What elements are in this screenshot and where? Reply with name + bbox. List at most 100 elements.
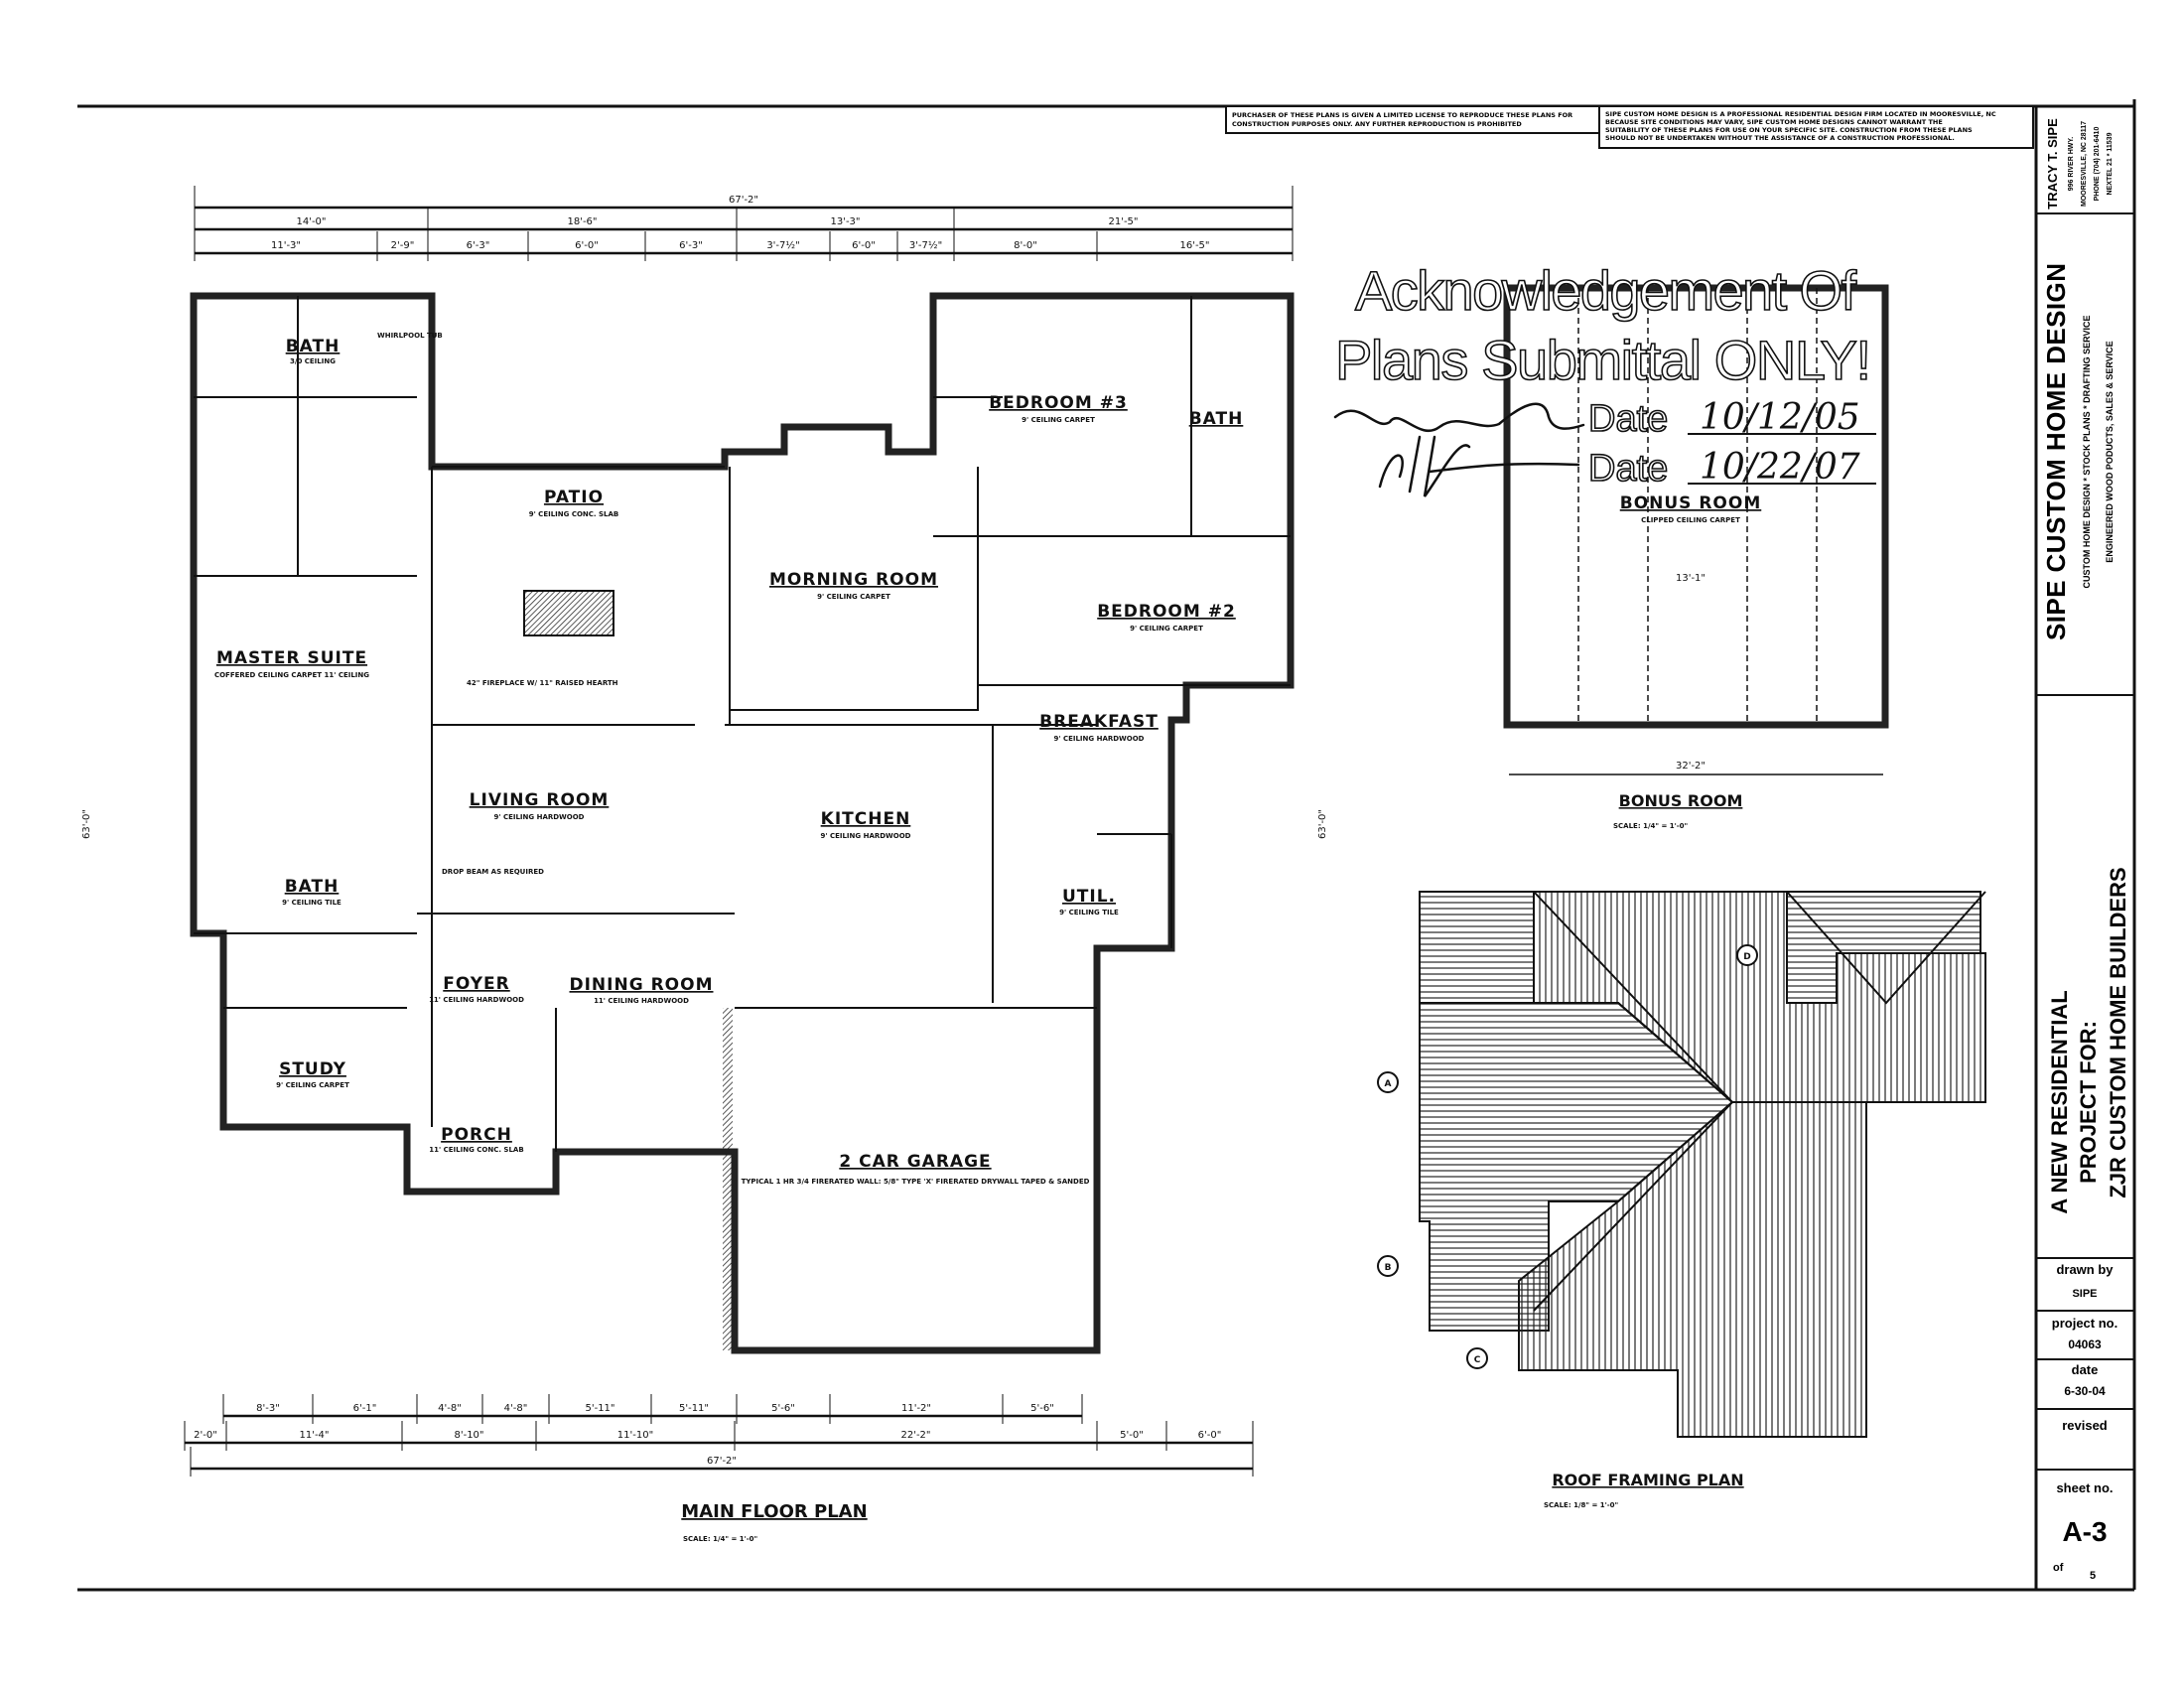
stamp-date-value-2: 10/22/07 [1700, 447, 1860, 488]
svg-text:BEDROOM #2: BEDROOM #2 [1097, 602, 1236, 622]
roof-marker-c: C [1466, 1347, 1488, 1369]
svg-text:9' CEILING CONC. SLAB: 9' CEILING CONC. SLAB [529, 510, 619, 518]
svg-text:PORCH: PORCH [441, 1125, 512, 1145]
of-label: of [2053, 1562, 2064, 1574]
room-utility: UTIL. 9' CEILING TILE [1059, 887, 1119, 916]
bottom-dim-row2-label: 11'-4" [299, 1430, 329, 1441]
roof-framing-plan: A B C D [1377, 891, 1986, 1438]
svg-text:9' CEILING HARDWOOD: 9' CEILING HARDWOOD [494, 813, 585, 821]
room-garage: 2 CAR GARAGE TYPICAL 1 HR 3/4 FIRERATED W… [742, 1152, 1090, 1186]
top-dim-row3-label: 6'-0" [852, 240, 876, 251]
top-dim-row3-label: 11'-3" [271, 240, 301, 251]
svg-text:BATH: BATH [285, 877, 340, 897]
company-name: SIPE CUSTOM HOME DESIGN [2041, 263, 2071, 640]
svg-text:9' CEILING CARPET: 9' CEILING CARPET [1022, 416, 1095, 424]
top-overall-dim-label: 67'-2" [729, 195, 758, 206]
main-floor-plan-scale: SCALE: 1/4" = 1'-0" [683, 1535, 757, 1543]
left-overall-dim: 63'-0" [81, 809, 92, 839]
svg-text:BEDROOM #3: BEDROOM #3 [989, 393, 1128, 413]
svg-text:KITCHEN: KITCHEN [821, 809, 911, 829]
drop-beam-note: DROP BEAM AS REQUIRED [442, 868, 544, 876]
roof-plan-title: ROOF FRAMING PLAN [1552, 1471, 1743, 1489]
bottom-dim-row2-label: 2'-0" [194, 1430, 217, 1441]
svg-text:9' CEILING CARPET: 9' CEILING CARPET [1130, 625, 1203, 633]
svg-text:B: B [1385, 1263, 1392, 1273]
bottom-dim-row2-label: 22'-2" [900, 1430, 930, 1441]
svg-text:9' CEILING HARDWOOD: 9' CEILING HARDWOOD [1054, 735, 1145, 743]
bottom-dim-row1-label: 11'-2" [901, 1403, 931, 1414]
project-no-label: project no. [2052, 1316, 2117, 1331]
roof-marker-d: D [1736, 944, 1758, 966]
disclaimer-line: SUITABILITY OF THESE PLANS FOR USE ON YO… [1605, 126, 1973, 134]
bottom-overall-dim-label: 67'-2" [707, 1456, 737, 1467]
address-line-1: 996 RIVER HWY. [2068, 137, 2075, 192]
phone: PHONE (704) 201-6410 [2094, 127, 2101, 202]
svg-text:9' CEILING CARPET: 9' CEILING CARPET [276, 1081, 349, 1089]
project-line-2: PROJECT FOR: [2076, 1021, 2101, 1184]
title-block: TRACY T. SIPE 996 RIVER HWY. MOORESVILLE… [2036, 118, 2134, 1582]
svg-text:FOYER: FOYER [443, 974, 509, 994]
svg-text:LIVING ROOM: LIVING ROOM [470, 790, 610, 810]
svg-text:9' CEILING TILE: 9' CEILING TILE [282, 899, 341, 907]
room-bedroom-3: BEDROOM #3 9' CEILING CARPET [989, 393, 1128, 424]
roof-marker-a: A [1377, 1071, 1399, 1093]
top-dim-row3-label: 16'-5" [1179, 240, 1209, 251]
license-line: CONSTRUCTION PURPOSES ONLY. ANY FURTHER … [1232, 120, 1522, 128]
project-line-1: A NEW RESIDENTIAL [2047, 990, 2072, 1213]
top-dim-row3-label: 6'-3" [679, 240, 703, 251]
top-dim-row3-label: 6'-0" [575, 240, 599, 251]
svg-text:11' CEILING CONC. SLAB: 11' CEILING CONC. SLAB [429, 1146, 523, 1154]
room-study: STUDY 9' CEILING CARPET [276, 1059, 349, 1089]
disclaimer-line: SHOULD NOT BE UNDERTAKEN WITHOUT THE ASS… [1605, 134, 1955, 142]
right-overall-dim: 63'-0" [1317, 809, 1328, 839]
top-dim-row3-label: 8'-0" [1014, 240, 1037, 251]
svg-text:11' CEILING HARDWOOD: 11' CEILING HARDWOOD [594, 997, 689, 1005]
disclaimer-line: SIPE CUSTOM HOME DESIGN IS A PROFESSIONA… [1605, 110, 1996, 118]
svg-text:2 CAR GARAGE: 2 CAR GARAGE [839, 1152, 991, 1172]
bonus-width-dim: 32'-2" [1676, 761, 1706, 772]
disclaimer-notice: SIPE CUSTOM HOME DESIGN IS A PROFESSIONA… [1598, 105, 2034, 149]
bonus-room-note: CLIPPED CEILING CARPET [1641, 516, 1740, 524]
bottom-dim-row1-label: 5'-6" [771, 1403, 795, 1414]
services-line-2: ENGINEERED WOOD PODUCTS, SALES & SERVICE [2105, 341, 2115, 562]
bottom-dim-row2-label: 6'-0" [1198, 1430, 1222, 1441]
svg-text:BREAKFAST: BREAKFAST [1039, 712, 1159, 732]
svg-text:UTIL.: UTIL. [1062, 887, 1116, 907]
svg-text:D: D [1743, 952, 1750, 962]
disclaimer-line: BECAUSE SITE CONDITIONS MAY VARY, SIPE C… [1605, 118, 1943, 126]
project-no-value: 04063 [2068, 1337, 2102, 1351]
stamp-line-1: Acknowledgement Of [1355, 259, 1856, 322]
bottom-dim-row2-label: 11'-10" [617, 1430, 653, 1441]
roof-marker-b: B [1377, 1255, 1399, 1277]
top-dim-row3-label: 2'-9" [391, 240, 415, 251]
services-line-1: CUSTOM HOME DESIGN * STOCK PLANS * DRAFT… [2082, 315, 2092, 588]
svg-text:TYPICAL 1 HR 3/4 FIRERATED WAL: TYPICAL 1 HR 3/4 FIRERATED WALL: 5/8" TY… [742, 1178, 1090, 1186]
room-bedroom-2: BEDROOM #2 9' CEILING CARPET [1097, 602, 1236, 633]
svg-text:STUDY: STUDY [279, 1059, 346, 1079]
nextel: NEXTEL 21 * 11539 [2107, 132, 2114, 195]
svg-text:MORNING ROOM: MORNING ROOM [769, 570, 938, 590]
signature-2 [1378, 435, 1580, 497]
date-label: date [2072, 1362, 2099, 1377]
license-line: PURCHASER OF THESE PLANS IS GIVEN A LIMI… [1232, 111, 1572, 119]
bottom-dim-row1-label: 6'-1" [353, 1403, 377, 1414]
main-floor-plan [190, 292, 1295, 1354]
svg-text:PATIO: PATIO [544, 488, 604, 507]
top-dim-row2-label: 13'-3" [830, 216, 860, 227]
svg-text:BATH: BATH [286, 337, 341, 356]
bonus-room-plan: BONUS ROOM CLIPPED CEILING CARPET 13'-1"… [1503, 284, 1889, 830]
fireplace-note: 42" FIREPLACE W/ 11" RAISED HEARTH [467, 679, 618, 687]
stamp-date-label-2: Date [1588, 448, 1668, 490]
bottom-dim-row1-label: 5'-6" [1030, 1403, 1054, 1414]
total-sheets: 5 [2090, 1570, 2096, 1582]
roof-plan-scale: SCALE: 1/8" = 1'-0" [1544, 1501, 1618, 1509]
svg-text:9' CEILING TILE: 9' CEILING TILE [1059, 909, 1119, 916]
svg-text:BATH: BATH [1189, 409, 1244, 429]
bonus-room-title: BONUS ROOM [1619, 791, 1743, 810]
bonus-room-label: BONUS ROOM [1620, 493, 1762, 513]
